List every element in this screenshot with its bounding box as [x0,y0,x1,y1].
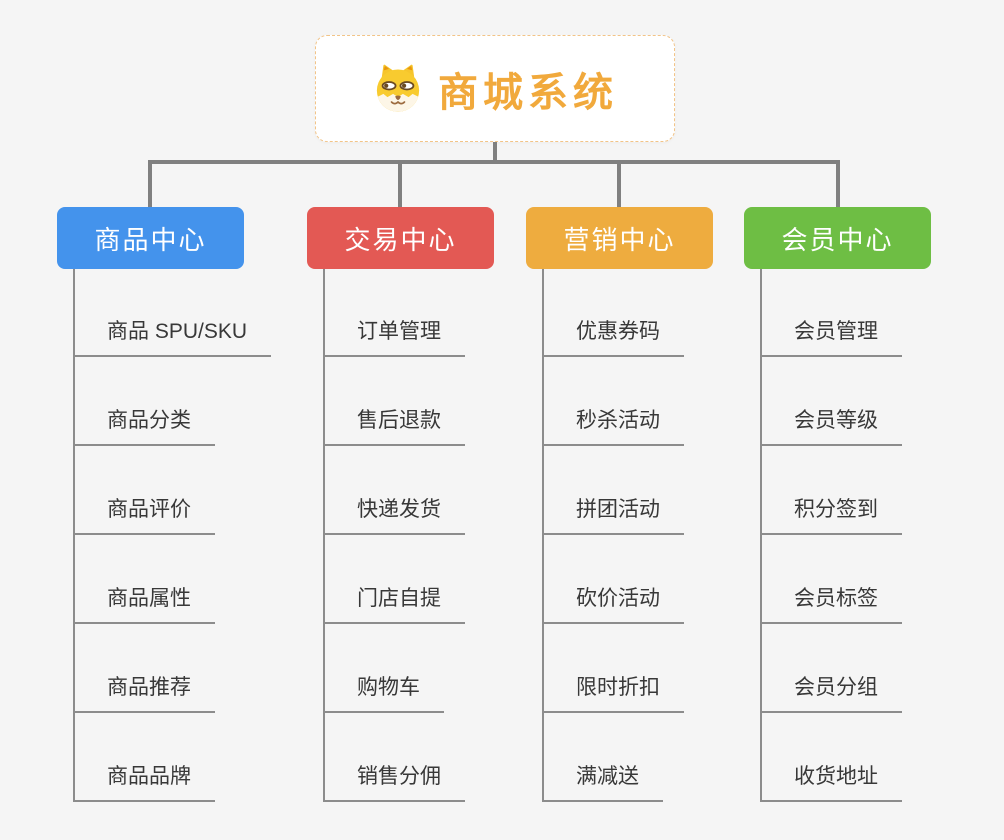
branch-children-trade: 订单管理 售后退款 快递发货 门店自提 购物车 销售分佣 [323,269,465,802]
branch-node-trade-center[interactable]: 交易中心 [307,207,494,269]
child-node[interactable]: 秒杀活动 [544,406,684,446]
connector-drop-member [836,160,840,207]
shiba-dog-face-icon [372,63,424,115]
child-node[interactable]: 商品 SPU/SKU [75,317,272,357]
child-node[interactable]: 订单管理 [325,317,465,357]
branch-node-product-center[interactable]: 商品中心 [57,207,244,269]
child-node[interactable]: 优惠券码 [544,317,684,357]
child-node[interactable]: 满减送 [544,762,663,802]
child-node[interactable]: 商品评价 [75,495,215,535]
child-node[interactable]: 限时折扣 [544,673,684,713]
child-node[interactable]: 购物车 [325,673,444,713]
connector-bus [148,160,840,164]
child-node[interactable]: 收货地址 [762,762,902,802]
branch-children-marketing: 优惠券码 秒杀活动 拼团活动 砍价活动 限时折扣 满减送 [542,269,684,802]
root-title: 商城系统 [438,70,618,115]
child-node[interactable]: 销售分佣 [325,762,465,802]
connector-drop-trade [398,160,402,207]
child-node[interactable]: 门店自提 [325,584,465,624]
branch-children-product: 商品 SPU/SKU 商品分类 商品评价 商品属性 商品推荐 商品品牌 [73,269,272,802]
child-node[interactable]: 拼团活动 [544,495,684,535]
child-node[interactable]: 积分签到 [762,495,902,535]
connector-drop-marketing [617,160,621,207]
child-node[interactable]: 会员分组 [762,673,902,713]
child-node[interactable]: 会员管理 [762,317,902,357]
child-node[interactable]: 售后退款 [325,406,465,446]
child-node[interactable]: 商品属性 [75,584,215,624]
root-node[interactable]: 商城系统 [315,35,675,142]
child-node[interactable]: 商品推荐 [75,673,215,713]
child-node[interactable]: 商品品牌 [75,762,215,802]
branch-node-marketing-center[interactable]: 营销中心 [526,207,713,269]
branch-node-member-center[interactable]: 会员中心 [744,207,931,269]
connector-root-drop [493,142,497,162]
child-node[interactable]: 快递发货 [325,495,465,535]
child-node[interactable]: 商品分类 [75,406,215,446]
child-node[interactable]: 砍价活动 [544,584,684,624]
connector-drop-product [148,160,152,207]
branch-children-member: 会员管理 会员等级 积分签到 会员标签 会员分组 收货地址 [760,269,902,802]
child-node[interactable]: 会员等级 [762,406,902,446]
child-node[interactable]: 会员标签 [762,584,902,624]
